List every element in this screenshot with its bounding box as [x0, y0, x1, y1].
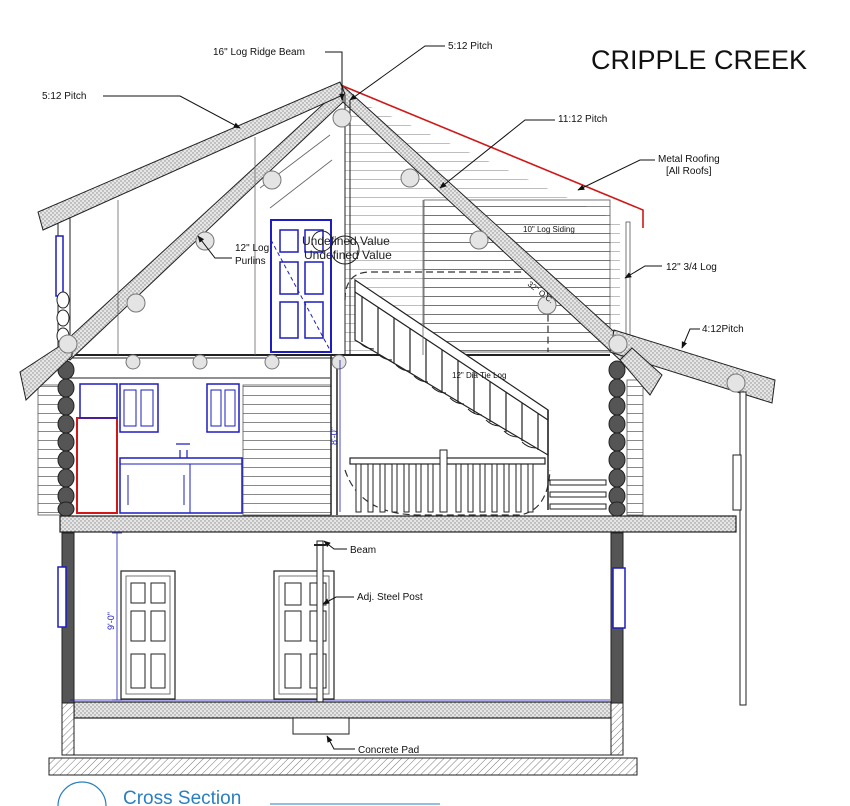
steel-post-label: Adj. Steel Post	[357, 592, 423, 603]
section-title: Cross Section	[123, 788, 241, 806]
concrete-pad-label: Concrete Pad	[358, 745, 419, 756]
ridge-beam-label: 16" Log Ridge Beam	[213, 47, 305, 58]
staircase	[354, 278, 549, 510]
pitch-4-label: 4:12Pitch	[702, 324, 744, 335]
log-34-label: 12" 3/4 Log	[666, 262, 717, 273]
stair-opening-outline	[344, 271, 549, 352]
undefined-value-2: Undefined Value	[304, 248, 392, 262]
title: CRIPPLE CREEK	[591, 45, 807, 75]
pitch-top-label: 5:12 Pitch	[448, 41, 492, 52]
leader-lines	[103, 45, 700, 750]
upper-floor-walls	[37, 354, 644, 516]
beam-label: Beam	[350, 545, 376, 556]
kitchen	[76, 383, 243, 514]
undefined-marker-2	[330, 235, 360, 265]
upper-height-dimension: 8'-0"	[329, 427, 339, 445]
purlins-label-2: Purlins	[235, 256, 266, 267]
undefined-marker-1	[311, 230, 333, 252]
lower-height-dimension: 9'-0"	[106, 612, 116, 630]
loft-door	[270, 219, 332, 353]
metal-roofing-note: [All Roofs]	[666, 166, 712, 177]
floor-deck	[59, 515, 737, 533]
metal-roofing-label: Metal Roofing	[658, 154, 720, 165]
pitch-left-label: 5:12 Pitch	[42, 91, 86, 102]
purlins-label: 12" Log	[235, 243, 269, 254]
section-marker-icon	[57, 781, 107, 806]
foundation	[48, 701, 638, 776]
roof-rafters	[19, 81, 776, 706]
log-purlins	[58, 108, 746, 393]
pitch-11-label: 11:12 Pitch	[558, 114, 607, 125]
tie-log-label: 12" Dia Tie Log	[452, 371, 506, 380]
log-siding-label: 10" Log Siding	[523, 225, 575, 234]
undefined-value-1: Undefined Value	[302, 234, 390, 248]
right-log-wall	[608, 360, 626, 517]
loft-railing	[349, 449, 607, 513]
